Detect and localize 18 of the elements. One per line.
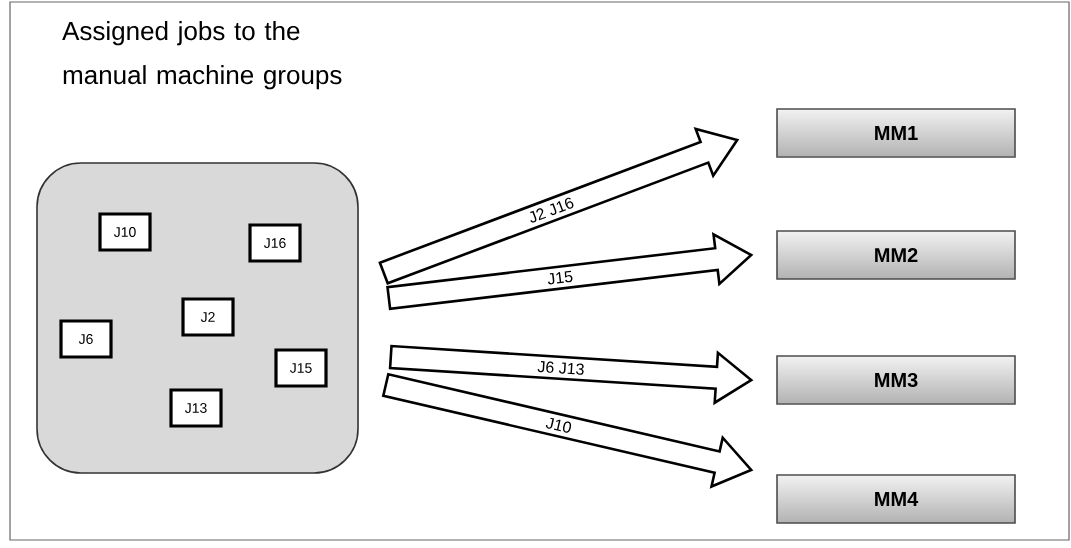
edge-label: J2 J16 xyxy=(525,194,577,226)
edge-label: J15 xyxy=(545,269,575,287)
job-box: J6 xyxy=(59,319,113,359)
block-arrow xyxy=(388,344,754,406)
machine-box: MM3 xyxy=(776,355,1016,405)
title: Assigned jobs to the manual machine groups xyxy=(62,21,342,90)
machine-box: MM4 xyxy=(776,474,1016,524)
block-arrow xyxy=(386,231,754,311)
job-box: J2 xyxy=(181,297,235,337)
edge-label: J10 xyxy=(543,415,575,436)
job-box: J10 xyxy=(98,212,152,252)
job-box: J15 xyxy=(274,348,328,388)
edge-label: J6 J13 xyxy=(535,359,587,377)
job-box: J13 xyxy=(169,388,223,428)
job-box: J16 xyxy=(248,223,302,263)
machine-box: MM2 xyxy=(776,230,1016,280)
machine-box: MM1 xyxy=(776,108,1016,158)
block-arrow xyxy=(378,127,740,285)
